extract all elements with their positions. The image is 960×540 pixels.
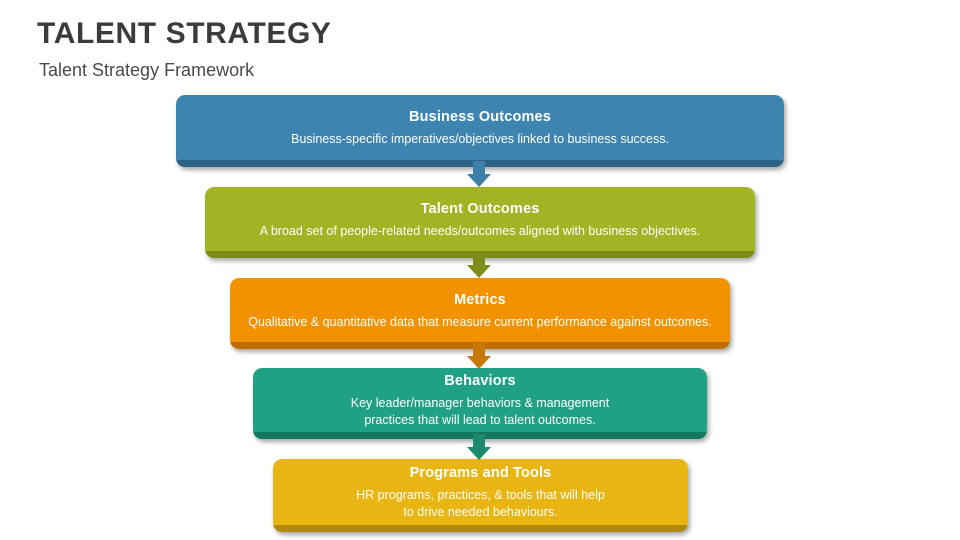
arrow-head xyxy=(467,265,491,278)
stage-description: Business-specific imperatives/objectives… xyxy=(176,131,784,148)
stage-description-line-1: Qualitative & quantitative data that mea… xyxy=(248,314,712,329)
stage-fill xyxy=(176,95,784,167)
page-title: TALENT STRATEGY xyxy=(37,17,332,50)
stage-description: Qualitative & quantitative data that mea… xyxy=(230,314,730,331)
stage-fill xyxy=(230,278,730,349)
stage-description-line-2: practices that will lead to talent outco… xyxy=(364,413,596,427)
stage-foot-shading xyxy=(273,525,688,532)
funnel-stage-metrics[interactable]: Metrics Qualitative & quantitative data … xyxy=(230,278,730,349)
stage-title: Business Outcomes xyxy=(409,109,551,125)
stage-description-line-1: Key leader/manager behaviors & managemen… xyxy=(350,396,610,410)
down-arrow-icon-3 xyxy=(467,343,491,369)
stage-title: Programs and Tools xyxy=(409,465,552,481)
funnel-stage-programs-and-tools[interactable]: Programs and Tools HR programs, practice… xyxy=(273,459,688,532)
funnel-stage-behaviors[interactable]: Behaviors Key leader/manager behaviors &… xyxy=(253,368,707,439)
stage-title: Metrics xyxy=(454,291,506,308)
arrow-head xyxy=(467,447,491,460)
stage-title: Behaviors xyxy=(444,373,516,389)
arrow-head xyxy=(467,174,491,187)
funnel-stage-talent-outcomes[interactable]: Talent Outcomes A broad set of people-re… xyxy=(205,187,755,258)
arrow-stem xyxy=(473,252,485,266)
stage-description-line-1: HR programs, practices, & tools that wil… xyxy=(356,488,605,502)
stage-description-line-1: Business-specific imperatives/objectives… xyxy=(291,132,669,146)
stage-fill xyxy=(273,459,688,532)
page-subtitle: Talent Strategy Framework xyxy=(39,60,255,80)
arrow-stem xyxy=(473,343,485,357)
stage-description-line-1: A broad set of people-related needs/outc… xyxy=(259,223,701,238)
stage-fill xyxy=(205,187,755,258)
stage-description: HR programs, practices, & tools that wil… xyxy=(273,487,688,521)
down-arrow-icon-4 xyxy=(467,434,491,460)
funnel-stage-business-outcomes[interactable]: Business Outcomes Business-specific impe… xyxy=(176,95,784,167)
stage-description-line-2: to drive needed behaviours. xyxy=(403,505,558,519)
stage-description: Key leader/manager behaviors & managemen… xyxy=(253,395,707,429)
down-arrow-icon-2 xyxy=(467,252,491,278)
arrow-stem xyxy=(473,434,485,448)
arrow-head xyxy=(467,356,491,369)
stage-fill xyxy=(253,368,707,439)
down-arrow-icon-1 xyxy=(467,161,491,187)
stage-description: A broad set of people-related needs/outc… xyxy=(205,223,755,240)
header: TALENT STRATEGY Talent Strategy Framewor… xyxy=(37,16,917,82)
stage-title: Talent Outcomes xyxy=(420,200,540,217)
arrow-stem xyxy=(473,161,485,175)
